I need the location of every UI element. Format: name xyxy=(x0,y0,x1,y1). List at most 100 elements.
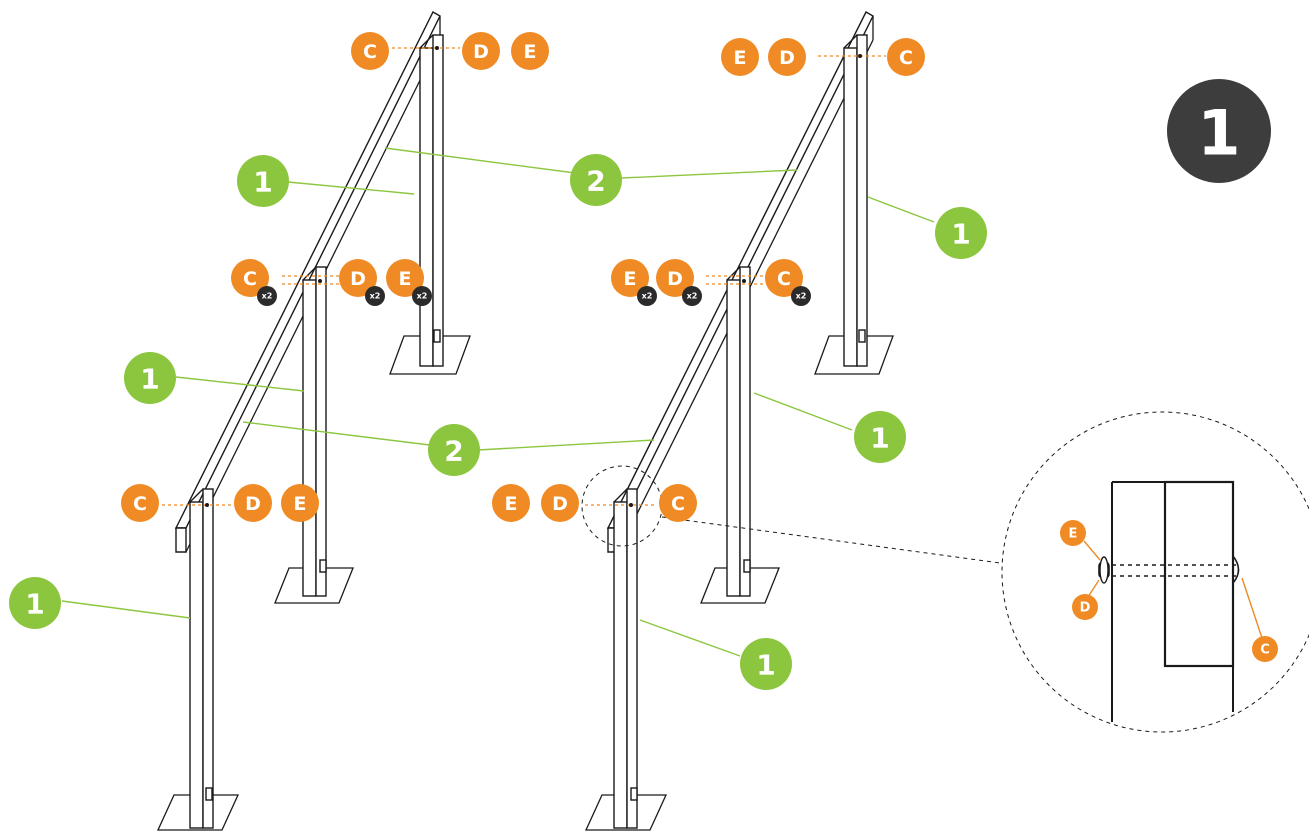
hardware-label-e-text: E xyxy=(734,47,747,69)
part-label-post: 1 xyxy=(124,352,176,404)
part-label-post-badge xyxy=(124,352,176,404)
hardware-label-c-text: C xyxy=(899,47,913,69)
part-label-post: 1 xyxy=(237,155,289,207)
part-label-post-badge xyxy=(9,577,61,629)
hardware-label-e-badge xyxy=(511,32,549,70)
hardware-label-c-text: C xyxy=(363,41,377,63)
hardware-label-c-text: C xyxy=(671,493,685,515)
post-right-middle xyxy=(700,266,780,604)
part-label-rail-badge xyxy=(428,424,480,476)
hardware-label-d-badge xyxy=(339,259,377,297)
bolt-hole xyxy=(205,503,209,507)
part-label-post-badge xyxy=(237,155,289,207)
hardware-label-d-text: D xyxy=(552,493,568,515)
hardware-label-d-badge xyxy=(656,259,694,297)
quantity-badge xyxy=(791,286,811,306)
hardware-label-e-text: E xyxy=(624,268,637,290)
post-right-front xyxy=(584,488,668,831)
hardware-label-d-text: D xyxy=(667,268,683,290)
hardware-label-e-text: E xyxy=(505,493,518,515)
quantity-text: x2 xyxy=(417,292,428,301)
part-label-rail-text: 2 xyxy=(444,435,463,468)
frame-left xyxy=(156,11,471,831)
hardware-label-d-text: D xyxy=(245,493,261,515)
hardware-label-e: E xyxy=(281,484,319,522)
quantity-badge xyxy=(412,286,432,306)
hardware-label-c: C xyxy=(887,38,925,76)
detail-hardware-label: E xyxy=(1060,520,1086,546)
hardware-label-d-text: D xyxy=(779,47,795,69)
hardware-label-d: D xyxy=(541,484,579,522)
quantity-text: x2 xyxy=(370,292,381,301)
part-label-post-text: 1 xyxy=(870,422,889,455)
part-label-rail: 2 xyxy=(428,424,480,476)
hardware-label-c: Cx2 xyxy=(231,259,277,306)
quantity-text: x2 xyxy=(796,292,807,301)
part-label-post-text: 1 xyxy=(140,363,159,396)
quantity-badge xyxy=(637,286,657,306)
hardware-label-e-text: E xyxy=(524,41,537,63)
post-right-back xyxy=(814,34,894,375)
hardware-label-c-badge xyxy=(121,484,159,522)
hardware-label-d: D xyxy=(462,32,500,70)
part-label-post: 1 xyxy=(740,638,792,690)
post-left-front xyxy=(156,488,240,831)
hardware-label-e-badge xyxy=(492,484,530,522)
bolt-hole xyxy=(629,503,633,507)
part-label-post-text: 1 xyxy=(951,218,970,251)
hardware-label-d-text: D xyxy=(473,41,489,63)
detail-hardware-label: D xyxy=(1072,594,1098,620)
part-label-post-badge xyxy=(854,411,906,463)
hardware-label-d-text: D xyxy=(350,268,366,290)
bolt-hole xyxy=(318,279,322,283)
hardware-label-e-text: E xyxy=(294,493,307,515)
hardware-label-c: C xyxy=(121,484,159,522)
detail-hardware-label-badge xyxy=(1060,520,1086,546)
part-label-rail: 2 xyxy=(570,154,622,206)
hardware-label-e-badge xyxy=(611,259,649,297)
detail-view xyxy=(1083,480,1263,722)
hardware-label-d: D xyxy=(768,38,806,76)
hardware-label-e: E xyxy=(511,32,549,70)
hardware-label-c-badge xyxy=(659,484,697,522)
hardware-label-e: E xyxy=(721,38,759,76)
detail-hardware-label-badge xyxy=(1072,594,1098,620)
hardware-label-e-text: E xyxy=(399,268,412,290)
hardware-label-c-badge xyxy=(765,259,803,297)
part-label-post-text: 1 xyxy=(756,649,775,682)
hardware-label-c-text: C xyxy=(777,268,791,290)
detail-magnifier xyxy=(1001,411,1309,733)
part-label-rail-text: 2 xyxy=(586,165,605,198)
quantity-badge xyxy=(365,286,385,306)
detail-hardware-label-text: E xyxy=(1069,527,1078,542)
quantity-badge xyxy=(257,286,277,306)
hardware-label-e-badge xyxy=(281,484,319,522)
part-label-post-text: 1 xyxy=(25,588,44,621)
hardware-label-d: Dx2 xyxy=(339,259,385,306)
hardware-label-c: C xyxy=(659,484,697,522)
hardware-label-c-badge xyxy=(351,32,389,70)
hardware-label-e-badge xyxy=(721,38,759,76)
hardware-label-d-badge xyxy=(768,38,806,76)
step-number: 1 xyxy=(1197,97,1240,170)
detail-hardware-label-text: D xyxy=(1080,601,1091,616)
hardware-label-c: Cx2 xyxy=(765,259,811,306)
quantity-text: x2 xyxy=(687,292,698,301)
hardware-label-d: D xyxy=(234,484,272,522)
part-label-post: 1 xyxy=(854,411,906,463)
bolt-hole xyxy=(742,279,746,283)
part-label-post: 1 xyxy=(935,207,987,259)
hardware-label-e: E xyxy=(492,484,530,522)
hardware-label-d: Dx2 xyxy=(656,259,702,306)
part-label-post: 1 xyxy=(9,577,61,629)
hardware-label-c-badge xyxy=(231,259,269,297)
hardware-label-d-badge xyxy=(462,32,500,70)
detail-hardware-label-badge xyxy=(1252,636,1278,662)
hardware-label-c-text: C xyxy=(243,268,257,290)
hardware-label-c-text: C xyxy=(133,493,147,515)
hardware-label-c-badge xyxy=(887,38,925,76)
frame-right xyxy=(584,11,894,831)
post-left-back xyxy=(389,34,471,375)
